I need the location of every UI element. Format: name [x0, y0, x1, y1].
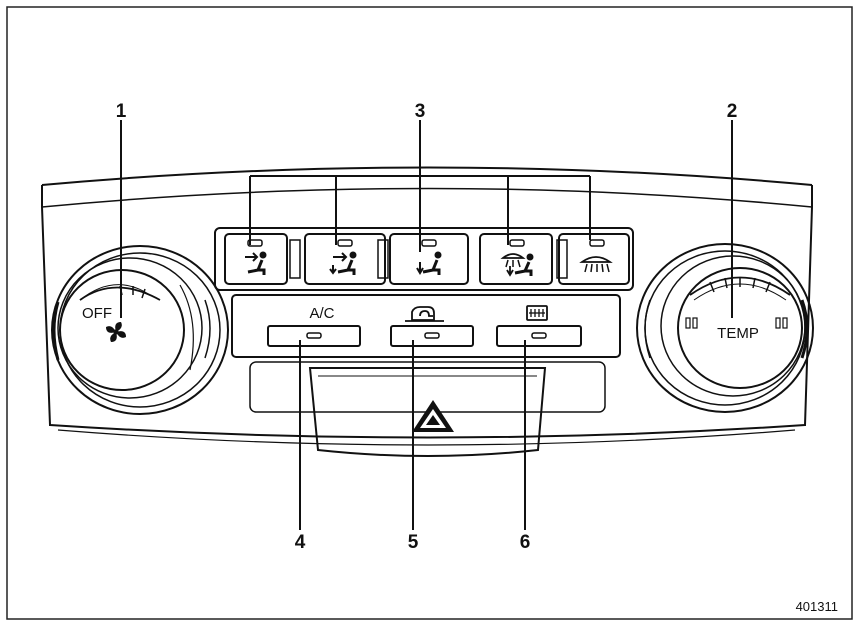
callout-4: 4: [295, 532, 306, 553]
fan-speed-knob[interactable]: OFF: [51, 245, 229, 415]
fan-icon: [106, 322, 126, 342]
foot-defrost-icon: [500, 253, 534, 277]
callout-1: 1: [116, 101, 127, 122]
callout-5: 5: [408, 532, 419, 553]
bi-level-icon: [329, 251, 357, 275]
recirculation-button[interactable]: [390, 325, 474, 347]
mode-button-face[interactable]: [224, 233, 288, 285]
callout-2: 2: [727, 101, 738, 122]
face-vent-icon: [245, 251, 267, 275]
foot-vent-icon: [416, 251, 442, 275]
rear-defogger-button[interactable]: [496, 325, 582, 347]
rear-defogger-icon: [526, 305, 548, 321]
mode-button-bi-level[interactable]: [304, 233, 386, 285]
ac-button[interactable]: [267, 325, 361, 347]
recirculation-icon: [405, 306, 444, 322]
callout-3: 3: [415, 101, 426, 122]
figure-id: 401311: [796, 599, 838, 614]
callout-leaders: [120, 120, 733, 530]
fan-off-label: OFF: [82, 305, 112, 322]
panel-body: [41, 166, 813, 457]
mode-button-defrost[interactable]: [558, 233, 630, 285]
temp-label: TEMP: [717, 325, 759, 342]
figure-frame: [6, 6, 853, 620]
mode-button-foot[interactable]: [389, 233, 469, 285]
function-button-strip: A/C: [231, 294, 621, 358]
mode-button-strip: [214, 227, 634, 291]
mode-button-foot-defrost[interactable]: [479, 233, 553, 285]
callout-6: 6: [520, 532, 531, 553]
ac-label: A/C: [309, 305, 334, 322]
defrost-icon: [579, 256, 613, 273]
hazard-warning-icon[interactable]: [412, 400, 454, 432]
